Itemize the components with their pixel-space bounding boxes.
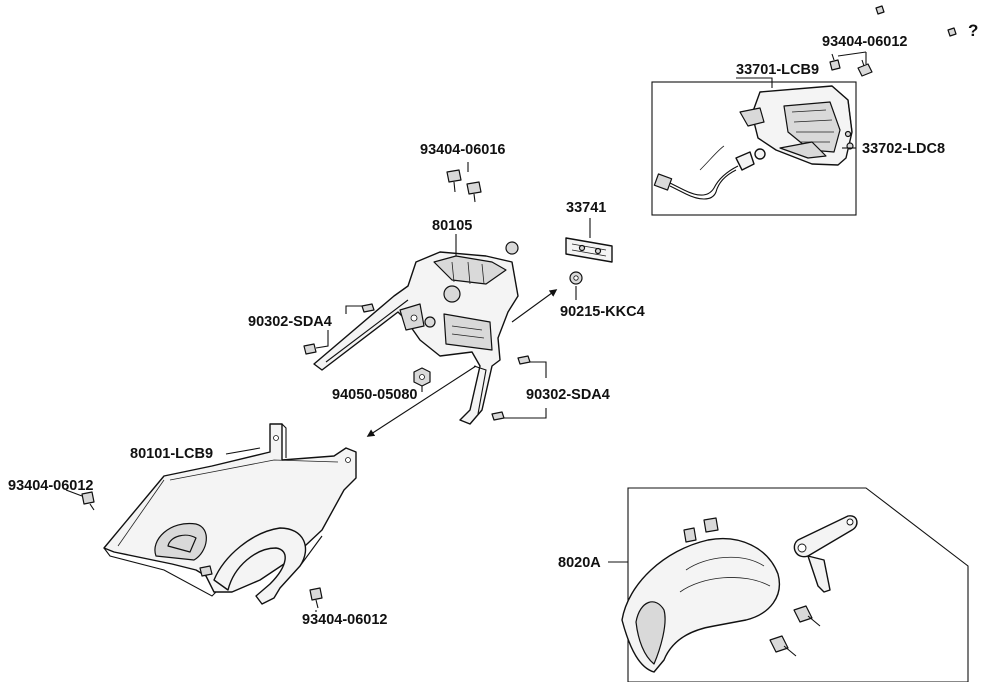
lamp-reflector-strip: [779, 141, 827, 159]
label-clip-right: 90302-SDA4: [526, 387, 610, 403]
clip-right-lower: [491, 411, 505, 421]
clip-right-upper: [517, 355, 531, 365]
rear-guard-bolts: [769, 605, 821, 657]
tail-lamp-housing: [739, 85, 853, 166]
label-lamp-assy: 33701-LCB9: [736, 62, 819, 78]
clip-nut-part: [569, 271, 583, 285]
label-lens: 33702-LDC8: [862, 141, 945, 157]
lamp-bulb-socket: [735, 148, 766, 171]
leader-lines: [65, 51, 867, 612]
upper-bolt-pair: [446, 169, 482, 203]
label-plate-light: 33741: [566, 200, 606, 216]
fender-bolt-left: [81, 491, 95, 511]
label-unknown: ?: [968, 21, 978, 40]
label-lower-bolt: 93404-06012: [302, 612, 387, 628]
label-nut: 94050-05080: [332, 387, 417, 403]
rubber-grommet: [505, 241, 519, 255]
label-bracket: 80105: [432, 218, 472, 234]
rear-guard-clips: [683, 517, 719, 543]
fender-bolt-lower: [309, 587, 323, 609]
label-clip-left: 90302-SDA4: [248, 314, 332, 330]
inner-fender: [103, 423, 357, 605]
license-plate-light: [565, 237, 613, 263]
clip-left-upper: [361, 303, 375, 313]
label-clip-nut: 90215-KKC4: [560, 304, 645, 320]
label-top-bolt-a: 93404-06012: [822, 34, 907, 50]
clip-left-lower: [303, 343, 317, 355]
rear-guard-cover: [621, 538, 780, 673]
label-left-bolt: 93404-06012: [8, 478, 93, 494]
tail-lamp-group: [651, 81, 857, 216]
rear-guard-box: [627, 487, 969, 682]
rear-guard-group: [621, 487, 969, 682]
screws-top-right: [829, 5, 957, 77]
label-upper-bolt: 93404-06016: [420, 142, 505, 158]
lamp-wiring-harness: [653, 145, 739, 200]
label-rear-guard: 8020A: [558, 555, 601, 571]
hex-nut: [413, 367, 431, 387]
label-fender: 80101-LCB9: [130, 446, 213, 462]
rear-guard-stay: [793, 515, 858, 593]
